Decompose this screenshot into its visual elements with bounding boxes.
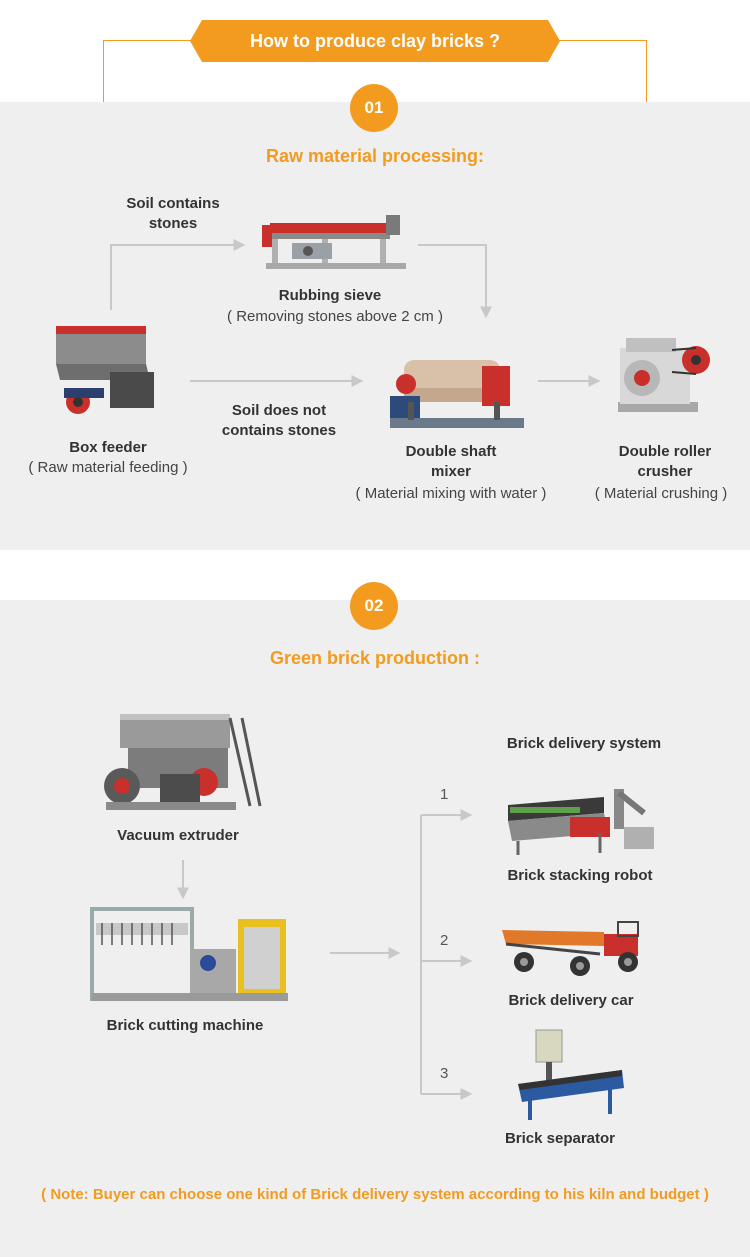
option-2-number: 2 bbox=[440, 932, 449, 949]
header-banner: How to produce clay bricks ? bbox=[190, 20, 560, 62]
brick-delivery-car-label: Brick delivery car bbox=[508, 992, 634, 1009]
delivery-note: ( Note: Buyer can choose one kind of Bri… bbox=[41, 1186, 709, 1203]
rubbing-sieve-label: Rubbing sieve bbox=[278, 287, 382, 304]
section-2-title: Green brick production : bbox=[269, 648, 481, 668]
rubbing-sieve-image bbox=[262, 215, 406, 269]
arrow-feeder-to-sieve bbox=[110, 239, 246, 310]
option-3-number: 3 bbox=[440, 1065, 449, 1082]
soil-without-stones-label: Soil does not contains stones bbox=[221, 402, 337, 439]
mixer-label: Double shaft mixer bbox=[405, 443, 497, 480]
box-feeder-label: Box feeder bbox=[69, 439, 147, 456]
arrow-sieve-to-mixer bbox=[418, 244, 492, 319]
mixer-image bbox=[390, 360, 524, 428]
brick-cutting-machine-image bbox=[90, 907, 288, 1001]
header-title: How to produce clay bricks ? bbox=[249, 30, 501, 51]
brick-separator-image bbox=[518, 1029, 624, 1120]
box-feeder-desc: ( Raw material feeding ) bbox=[28, 459, 188, 476]
crusher-desc: ( Material crushing ) bbox=[594, 485, 728, 502]
option-1-number: 1 bbox=[440, 786, 449, 803]
soil-with-stones-label: Soil contains stones bbox=[126, 195, 220, 232]
rubbing-sieve-desc: ( Removing stones above 2 cm ) bbox=[227, 308, 443, 325]
section-1-number: 01 bbox=[350, 84, 398, 132]
brick-separator-label: Brick separator bbox=[504, 1130, 616, 1147]
brick-stacking-robot-image bbox=[508, 789, 654, 855]
section-1-title: Raw material processing: bbox=[265, 146, 485, 166]
box-feeder-image bbox=[56, 326, 154, 414]
brick-stacking-robot-label: Brick stacking robot bbox=[507, 867, 653, 884]
crusher-image bbox=[618, 338, 710, 412]
brick-cutting-machine-label: Brick cutting machine bbox=[106, 1017, 264, 1034]
section-2-number: 02 bbox=[350, 582, 398, 630]
brick-delivery-system-label: Brick delivery system bbox=[506, 735, 662, 752]
vacuum-extruder-label: Vacuum extruder bbox=[117, 827, 239, 844]
brick-delivery-car-image bbox=[502, 921, 639, 976]
crusher-label: Double roller crusher bbox=[618, 443, 712, 480]
vacuum-extruder-image bbox=[104, 714, 262, 810]
mixer-desc: ( Material mixing with water ) bbox=[355, 485, 547, 502]
